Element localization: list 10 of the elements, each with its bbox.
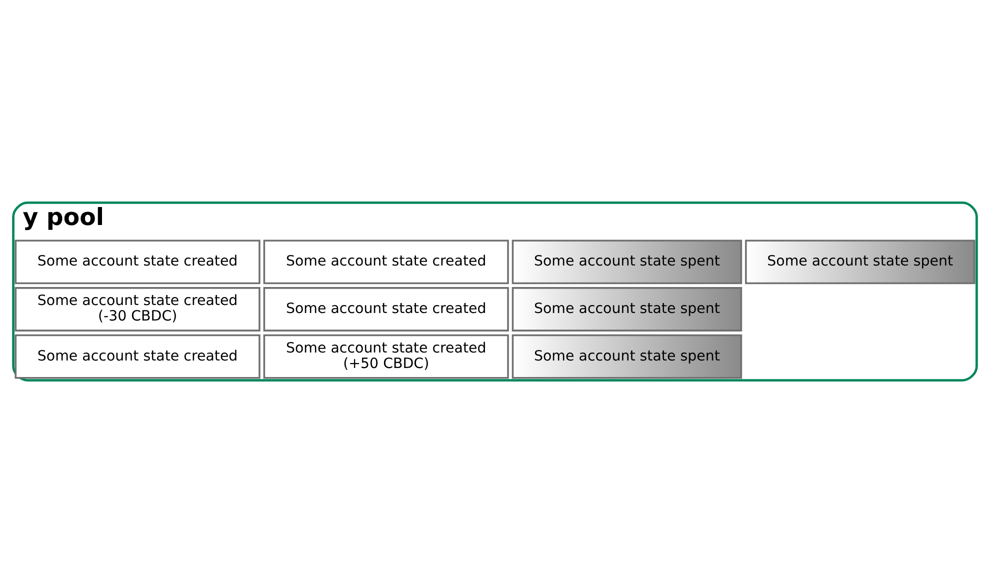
- node-box: Some account state spent: [512, 286, 742, 331]
- node-box: Some account state spent: [745, 239, 976, 284]
- node-box: Some account state spent: [512, 239, 742, 284]
- node-box: Some account state created (+50 CBDC): [263, 334, 509, 378]
- node-box: Some account state created: [14, 334, 260, 378]
- node-box: Some account state created (-30 CBDC): [14, 286, 260, 331]
- node-box: Some account state spent: [512, 334, 742, 378]
- node-box: Some account state created: [14, 239, 260, 284]
- node-box: Some account state created: [263, 239, 509, 284]
- node-box: Some account state created: [263, 286, 509, 331]
